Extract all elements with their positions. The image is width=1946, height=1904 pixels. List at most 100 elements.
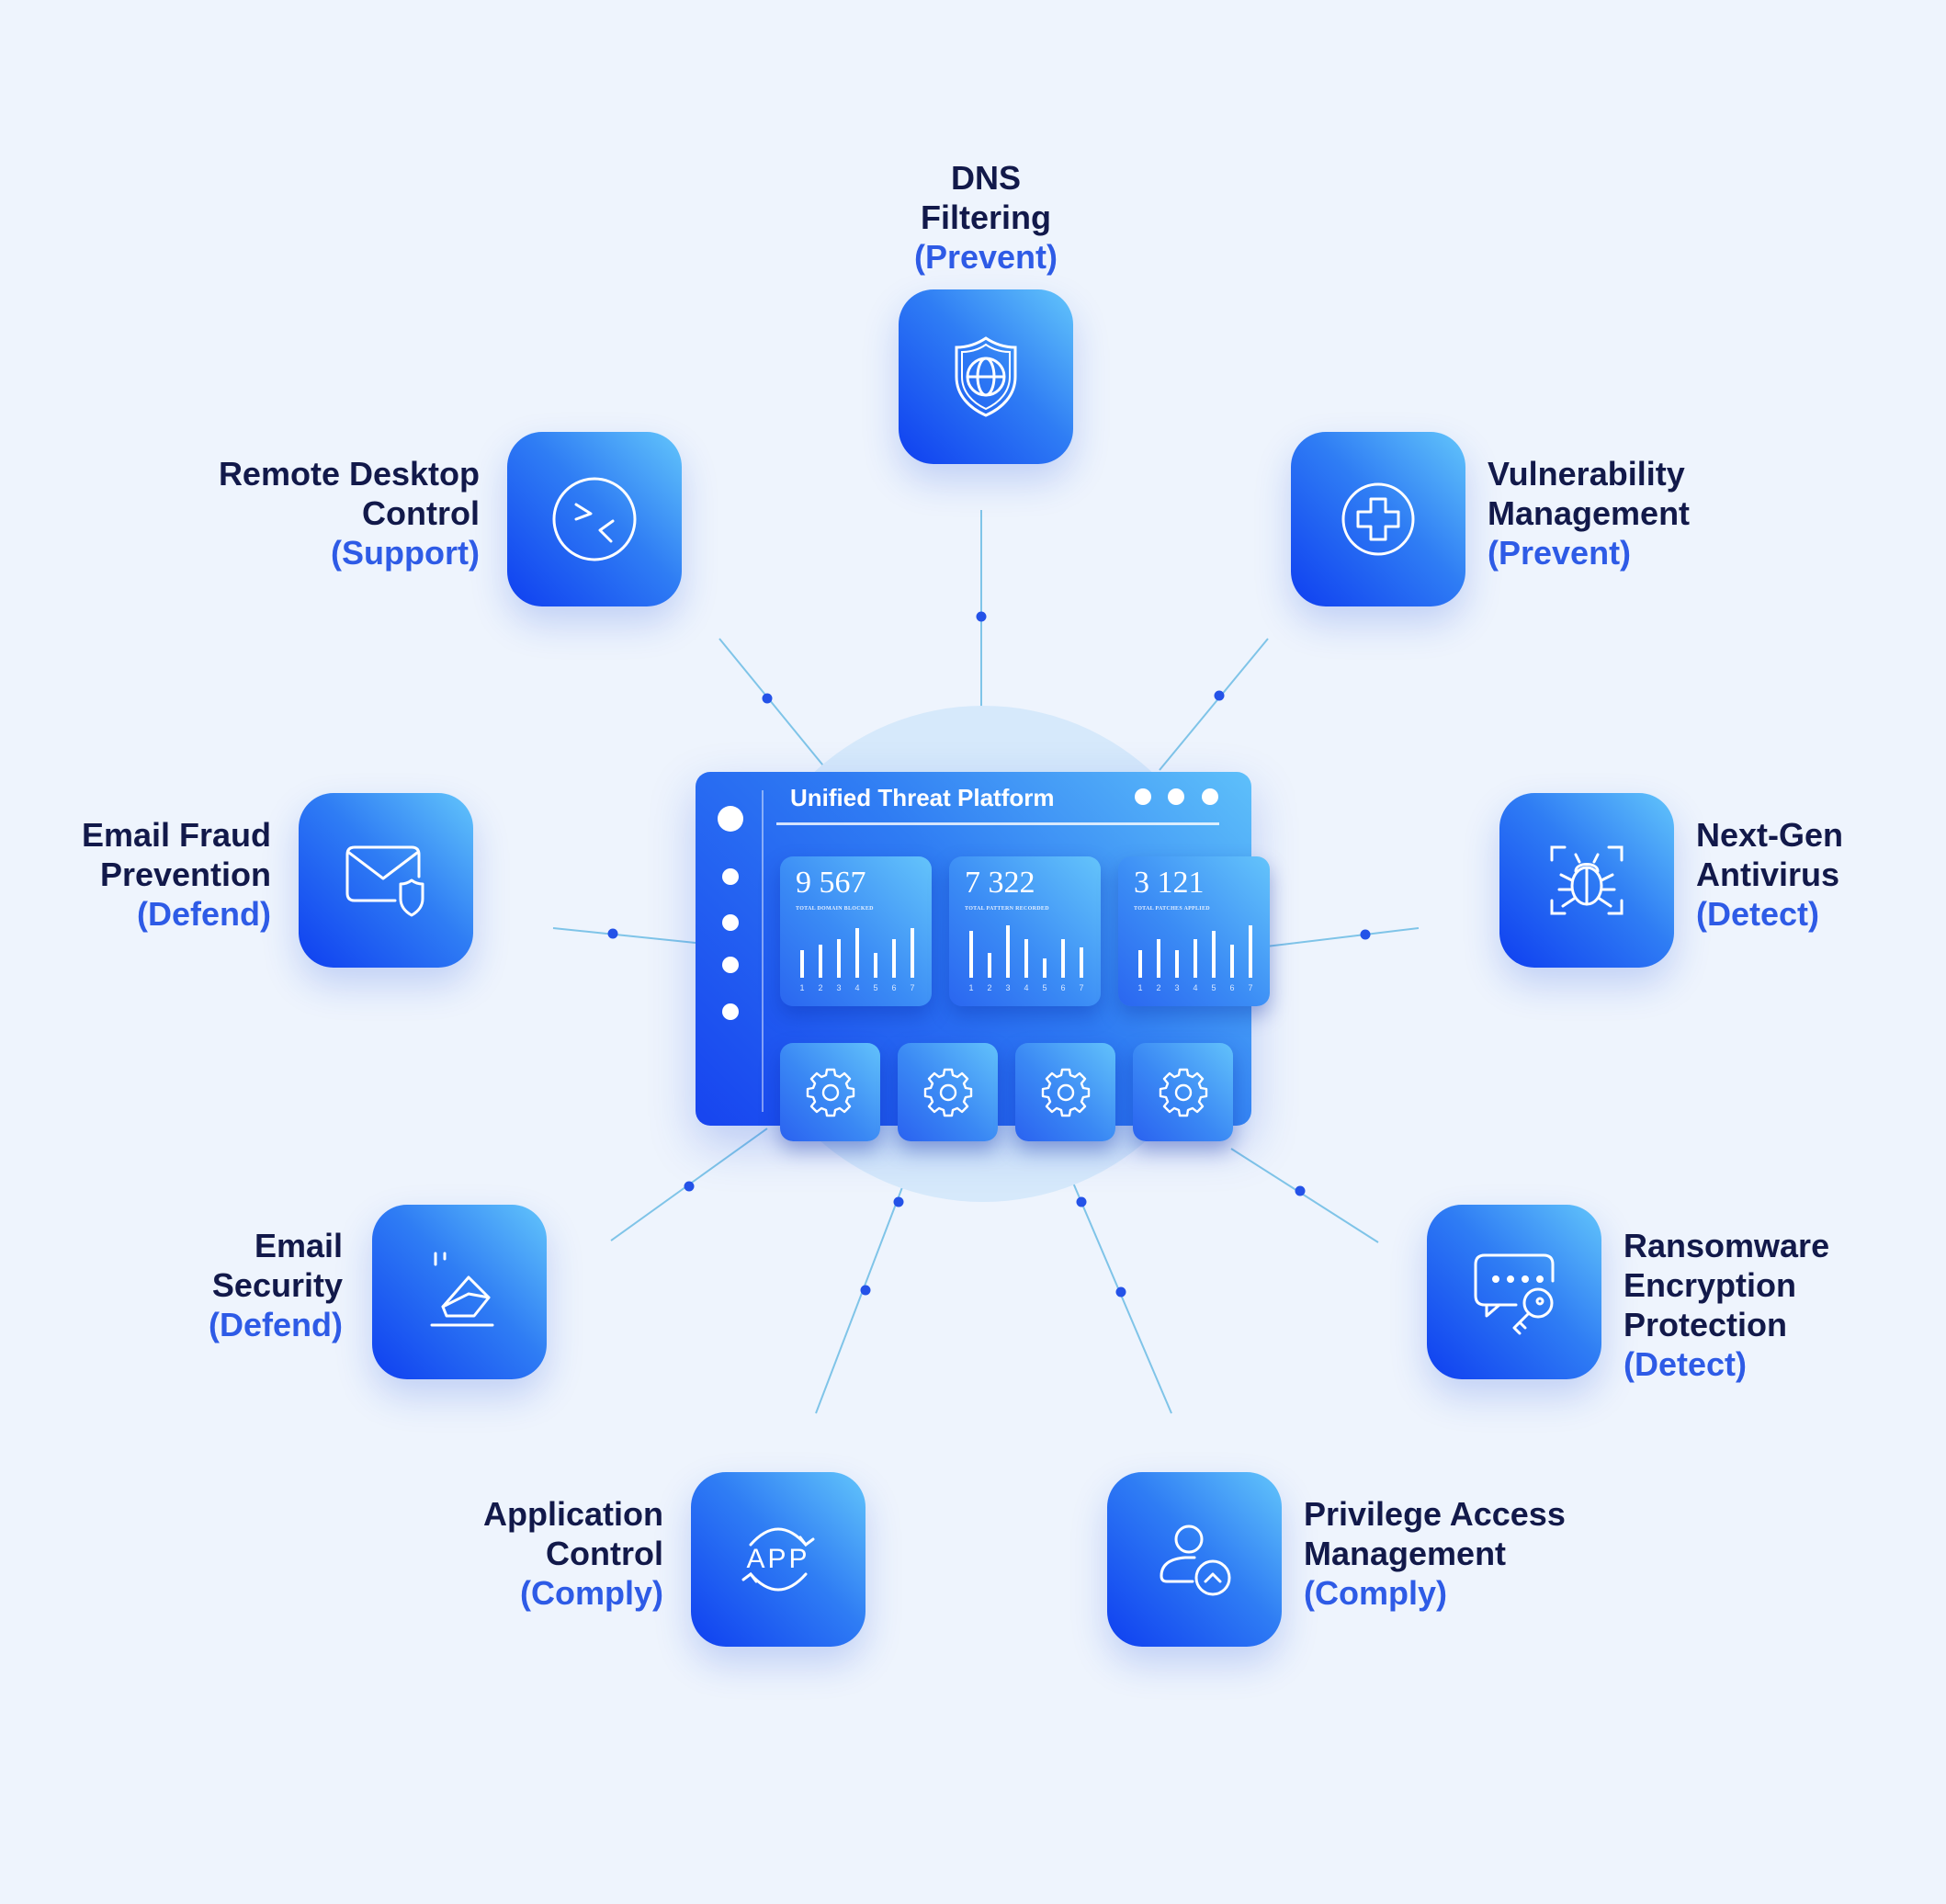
stat-value: 7 322 <box>965 866 1035 900</box>
node-title-line: Control <box>362 494 480 532</box>
stat-caption: TOTAL PATCHES APPLIED <box>1134 906 1210 912</box>
mini-axis-tick: 4 <box>1024 983 1028 992</box>
sidebar-dot-primary <box>718 806 743 832</box>
mini-axis-tick: 6 <box>1060 983 1065 992</box>
node-title-line: Control <box>546 1535 663 1572</box>
mini-axis-tick: 4 <box>854 983 859 992</box>
privilege-access-management-label: Privilege Access Management (Comply) <box>1304 1494 1566 1613</box>
node-title-line: Prevention <box>99 856 271 893</box>
mini-bar <box>800 950 804 978</box>
privilege-access-management-tile[interactable] <box>1107 1472 1282 1647</box>
connector-line <box>1230 1148 1379 1243</box>
stat-value: 3 121 <box>1134 866 1205 900</box>
connector-dot <box>762 693 773 704</box>
stat-caption: TOTAL DOMAIN BLOCKED <box>796 906 874 912</box>
connector-dot <box>893 1196 904 1207</box>
settings-tile[interactable] <box>898 1043 998 1141</box>
mini-bar <box>892 939 896 978</box>
email-security-tile[interactable] <box>372 1205 547 1379</box>
connector-line <box>718 638 828 771</box>
mini-bar <box>1080 947 1083 978</box>
stat-value: 9 567 <box>796 866 866 900</box>
envelope-pen-icon <box>430 1252 494 1327</box>
node-title-line: Next-Gen <box>1696 816 1844 854</box>
node-title-line: Management <box>1488 494 1691 532</box>
stat-caption: TOTAL PATTERN RECORDED <box>965 906 1049 912</box>
connector-dot <box>1295 1185 1306 1196</box>
mini-axis-tick: 3 <box>1174 983 1179 992</box>
connector-line <box>552 927 696 944</box>
connector-dot <box>1115 1286 1126 1298</box>
ransomware-encryption-protection-tile[interactable] <box>1427 1205 1601 1379</box>
mini-bar <box>1006 925 1010 978</box>
title-underline <box>776 822 1219 825</box>
mini-bar <box>1230 945 1234 978</box>
node-category: (Prevent) <box>1488 534 1632 572</box>
node-title-line: Remote Desktop <box>218 455 480 493</box>
email-security-label: Email Security (Defend) <box>159 1226 343 1344</box>
mini-axis-tick: 2 <box>987 983 991 992</box>
mini-bar <box>1212 931 1216 978</box>
ransomware-encryption-protection-label: Ransomware Encryption Protection (Detect… <box>1624 1226 1829 1384</box>
mini-axis-tick: 2 <box>1156 983 1160 992</box>
mini-axis-tick: 3 <box>836 983 841 992</box>
node-category: (Detect) <box>1696 895 1820 933</box>
connector-line <box>815 1143 920 1414</box>
remote-desktop-control-label: Remote Desktop Control (Support) <box>186 454 480 572</box>
sidebar-dot <box>722 914 739 931</box>
connector-dot <box>860 1285 871 1296</box>
remote-desktop-control-tile[interactable] <box>507 432 682 606</box>
gear-icon <box>1041 1068 1090 1116</box>
mini-axis-tick: 7 <box>910 983 914 992</box>
node-category: (Prevent) <box>913 238 1058 276</box>
app-icon: APP <box>741 1527 815 1592</box>
settings-tile[interactable] <box>1133 1043 1233 1141</box>
settings-tile[interactable] <box>1015 1043 1115 1141</box>
mini-bar <box>1249 925 1252 978</box>
chat-key-icon <box>1474 1253 1555 1335</box>
node-title-line: Encryption <box>1624 1266 1797 1304</box>
settings-tile[interactable] <box>780 1043 880 1141</box>
mini-bar <box>1194 939 1197 978</box>
mini-axis-tick: 5 <box>1042 983 1047 992</box>
bug-scan-icon <box>1550 845 1624 915</box>
email-fraud-prevention-label: Email Fraud Prevention (Defend) <box>37 815 271 934</box>
node-title-line: DNS <box>950 159 1021 197</box>
mini-bar <box>1043 958 1047 978</box>
connector-dot <box>684 1181 695 1192</box>
application-control-tile[interactable]: APP <box>691 1472 866 1647</box>
dns-filtering-tile[interactable] <box>899 289 1073 464</box>
node-category: (Comply) <box>1304 1574 1447 1612</box>
node-title-line: Privilege Access <box>1304 1495 1566 1533</box>
svg-text:APP: APP <box>746 1544 809 1574</box>
mini-axis-tick: 5 <box>873 983 877 992</box>
next-gen-antivirus-tile[interactable] <box>1499 793 1674 968</box>
connector-line <box>1056 1143 1172 1414</box>
vulnerability-management-label: Vulnerability Management (Prevent) <box>1488 454 1690 572</box>
node-title-line: Management <box>1304 1535 1507 1572</box>
user-up-icon <box>1160 1524 1231 1596</box>
unified-threat-platform-panel: Unified Threat Platform 9 567 TOTAL DOMA… <box>696 772 1270 1141</box>
node-title-line: Application <box>483 1495 663 1533</box>
mini-bar <box>1157 939 1160 978</box>
node-category: (Detect) <box>1624 1345 1748 1383</box>
connector-dot <box>1214 690 1225 701</box>
next-gen-antivirus-label: Next-Gen Antivirus (Detect) <box>1696 815 1843 934</box>
gear-icon <box>806 1068 854 1116</box>
mini-axis-tick: 4 <box>1193 983 1197 992</box>
vulnerability-management-tile[interactable] <box>1291 432 1465 606</box>
node-category: (Defend) <box>137 895 271 933</box>
email-fraud-prevention-tile[interactable] <box>299 793 473 968</box>
mini-bar <box>837 939 841 978</box>
window-dot <box>1202 788 1218 805</box>
node-category: (Comply) <box>520 1574 663 1612</box>
node-title-line: Antivirus <box>1696 856 1840 893</box>
mini-bar <box>874 953 877 978</box>
platform-title: Unified Threat Platform <box>790 784 1055 811</box>
